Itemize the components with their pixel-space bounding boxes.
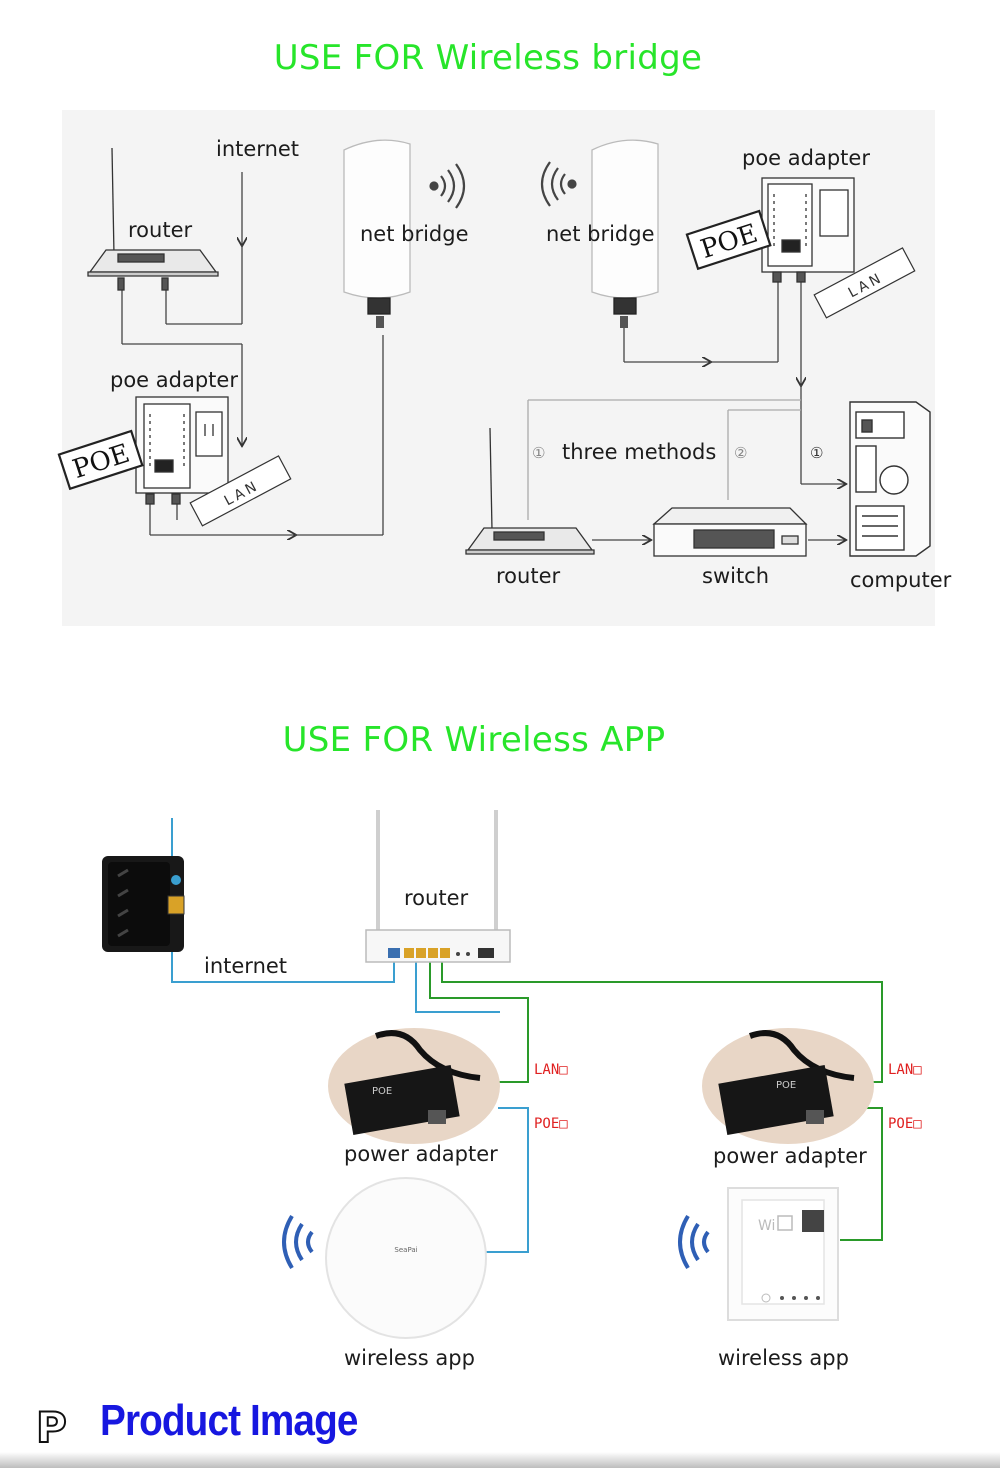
label-net-bridge-right: net bridge xyxy=(546,222,655,246)
wifi-signal-left-icon xyxy=(540,161,577,207)
label-power-adapter-left: power adapter xyxy=(344,1142,498,1166)
modem-device xyxy=(102,856,185,952)
label-computer: computer xyxy=(850,568,952,592)
lan-tag-left: LAN xyxy=(189,455,292,527)
svg-text:POE: POE xyxy=(372,1086,392,1097)
label-wireless-app-right: wireless app xyxy=(718,1346,849,1370)
method-marker-2: ② xyxy=(734,444,747,462)
brand-logo-icon: P xyxy=(35,1402,68,1452)
svg-text:P: P xyxy=(36,1403,67,1452)
product-image-heading: Product Image xyxy=(100,1396,358,1445)
label-router-left: router xyxy=(128,218,193,242)
label-poe-adapter-right: poe adapter xyxy=(742,146,870,170)
label-poe-adapter-left: poe adapter xyxy=(110,368,238,392)
power-adapter-right-device: POE xyxy=(702,1028,874,1144)
label-power-adapter-right: power adapter xyxy=(713,1144,867,1168)
net-bridge-left-device xyxy=(343,139,411,328)
label-three-methods: three methods xyxy=(562,440,717,464)
label-internet-app: internet xyxy=(204,954,288,978)
poe-adapter-right-device xyxy=(761,177,855,283)
computer-device xyxy=(849,401,931,557)
svg-text:POE: POE xyxy=(776,1080,796,1091)
router-app-device xyxy=(365,810,511,963)
router-left-device xyxy=(87,147,219,291)
poe-adapter-left-device xyxy=(135,396,229,505)
tag-poe-right: POE□ xyxy=(888,1116,922,1132)
section2-title: USE FOR Wireless APP xyxy=(282,720,666,760)
label-switch: switch xyxy=(702,564,770,588)
section1-title: USE FOR Wireless bridge xyxy=(273,38,703,78)
power-adapter-left-device: POE xyxy=(328,1028,500,1144)
switch-device xyxy=(652,507,808,557)
net-bridge-right-device xyxy=(591,139,659,328)
ceiling-ap-device: SeaPai xyxy=(325,1177,487,1339)
label-internet: internet xyxy=(216,137,300,161)
method-marker-1: ① xyxy=(532,444,545,462)
tag-lan-left: LAN□ xyxy=(534,1062,568,1078)
bridge-wiring xyxy=(121,172,845,540)
svg-text:Wi: Wi xyxy=(758,1218,775,1234)
label-router-app: router xyxy=(404,886,469,910)
wifi-waves-left-icon xyxy=(282,1214,314,1270)
label-net-bridge-left: net bridge xyxy=(360,222,469,246)
wall-panel-ap-device: Wi xyxy=(727,1187,839,1321)
method-markers: ① ② ① xyxy=(532,444,823,462)
poe-stamp-right: POE xyxy=(685,209,772,271)
svg-text:SeaPai: SeaPai xyxy=(394,1246,417,1254)
tag-lan-right: LAN□ xyxy=(888,1062,922,1078)
wifi-signal-right-icon xyxy=(429,163,466,209)
label-router-bottom: router xyxy=(496,564,561,588)
method-marker-3: ① xyxy=(810,444,823,462)
footer-divider xyxy=(0,1452,1000,1468)
wifi-waves-right-icon xyxy=(678,1214,710,1270)
brand-logo: P xyxy=(34,1402,78,1452)
label-wireless-app-left: wireless app xyxy=(344,1346,475,1370)
router-bottom-device xyxy=(465,427,595,555)
tag-poe-left: POE□ xyxy=(534,1116,568,1132)
poe-stamp-left: POE xyxy=(57,429,144,491)
